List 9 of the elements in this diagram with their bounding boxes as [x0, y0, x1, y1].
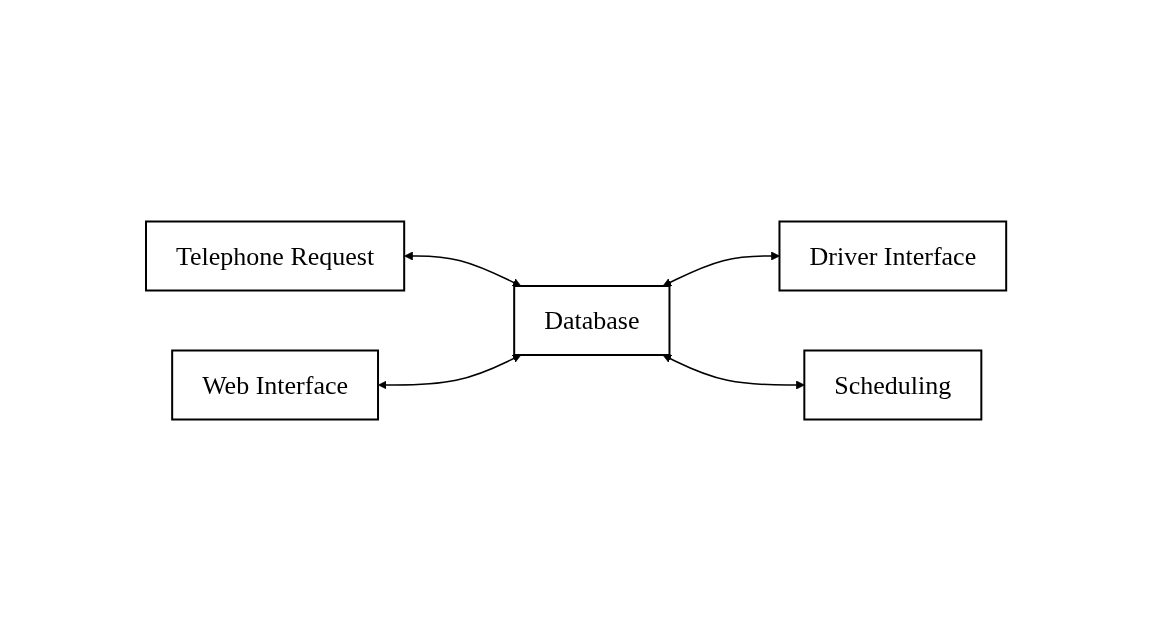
arrow [377, 354, 522, 390]
node-box: Telephone Request [144, 220, 406, 292]
arrow [662, 251, 780, 287]
node-box: Scheduling [803, 349, 983, 421]
arrow [662, 354, 805, 390]
arrow [404, 251, 522, 287]
node-box: Driver Interface [778, 220, 1008, 292]
node-box: Web Interface [171, 349, 379, 421]
node-box: Database [513, 285, 671, 356]
